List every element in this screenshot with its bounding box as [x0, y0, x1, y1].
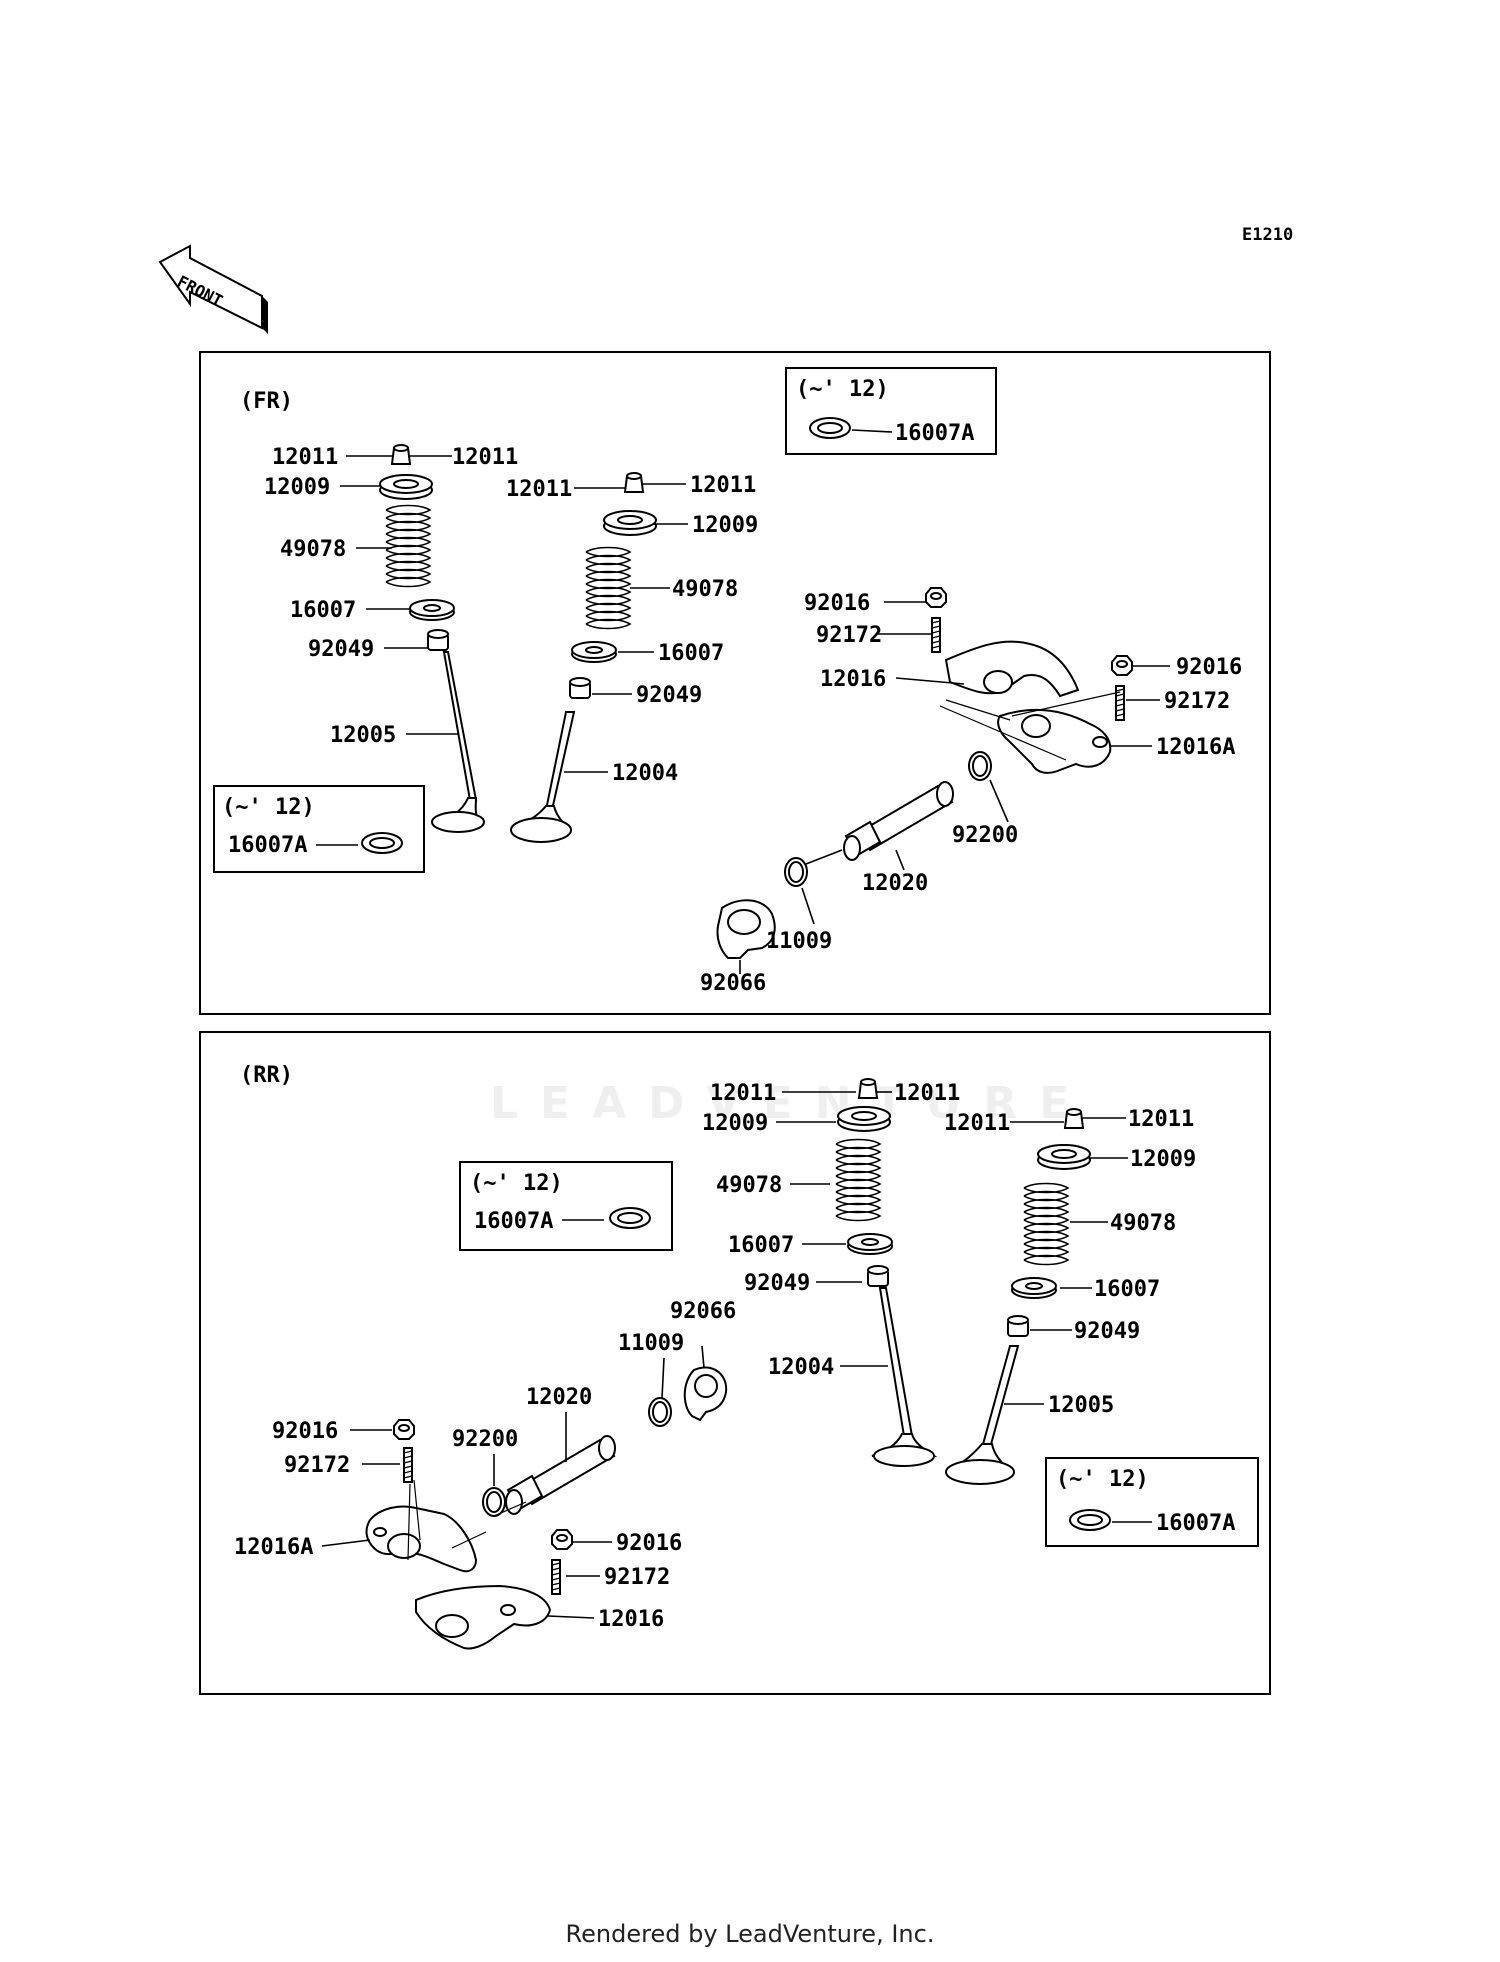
rr-panel-frame: [199, 1031, 1271, 1695]
fr-label-12009: 12009: [692, 513, 758, 538]
rr-label-49078: 49078: [716, 1173, 782, 1198]
fr-label-12011: 12011: [452, 445, 518, 470]
rr-label-12009: 12009: [702, 1111, 768, 1136]
rr-label-12011: 12011: [1128, 1107, 1194, 1132]
rr-panel-title: (RR): [240, 1063, 293, 1088]
rr-label-92049: 92049: [1074, 1319, 1140, 1344]
rr-label-92016: 92016: [616, 1531, 682, 1556]
fr-label-92172: 92172: [1164, 689, 1230, 714]
rr-label-12011: 12011: [944, 1111, 1010, 1136]
rr-label-12005: 12005: [1048, 1393, 1114, 1418]
rr-label-12009: 12009: [1130, 1147, 1196, 1172]
fr-label-49078: 49078: [672, 577, 738, 602]
rr-valve-assembly-left: [835, 1078, 938, 1467]
diagram-code: E1210: [1242, 225, 1293, 245]
fr-inset-left: (~' 12) 16007A: [213, 785, 425, 873]
rr-label-12011: 12011: [894, 1081, 960, 1106]
rr-label-92172: 92172: [604, 1565, 670, 1590]
rr-label-12016A: 12016A: [234, 1535, 313, 1560]
fr-label-12016: 12016: [820, 667, 886, 692]
rr-label-11009: 11009: [618, 1331, 684, 1356]
fr-label-12011: 12011: [506, 477, 572, 502]
fr-label-12011: 12011: [690, 473, 756, 498]
fr-label-49078: 49078: [280, 537, 346, 562]
fr-panel-frame: [199, 351, 1271, 1015]
fr-label-12011: 12011: [272, 445, 338, 470]
rr-label-16007: 16007: [1094, 1277, 1160, 1302]
rr-label-92200: 92200: [452, 1427, 518, 1452]
rr-rocker-arm-group: [365, 1366, 728, 1650]
front-arrow-icon: FRONT: [158, 244, 268, 334]
rr-valve-assembly-right: [945, 1108, 1091, 1485]
fr-inset-top: (~' 12) 16007A: [785, 367, 997, 455]
fr-label-12020: 12020: [862, 871, 928, 896]
rr-label-12011: 12011: [710, 1081, 776, 1106]
fr-panel-title: (FR): [240, 389, 293, 414]
fr-inset-left-part: 16007A: [228, 833, 307, 858]
fr-rocker-arm-group: [716, 587, 1133, 959]
fr-label-92049: 92049: [308, 637, 374, 662]
fr-valve-assembly-left: [379, 444, 485, 833]
fr-inset-left-range: (~' 12): [222, 795, 315, 820]
footer-credit: Rendered by LeadVenture, Inc.: [565, 1920, 935, 1948]
rr-label-92049: 92049: [744, 1271, 810, 1296]
rr-label-92016: 92016: [272, 1419, 338, 1444]
rr-label-12016: 12016: [598, 1607, 664, 1632]
fr-label-92172: 92172: [816, 623, 882, 648]
fr-label-92200: 92200: [952, 823, 1018, 848]
rr-label-16007: 16007: [728, 1233, 794, 1258]
fr-inset-top-range: (~' 12): [796, 377, 889, 402]
fr-label-11009: 11009: [766, 929, 832, 954]
fr-label-92049: 92049: [636, 683, 702, 708]
rr-inset-right-range: (~' 12): [1056, 1467, 1149, 1492]
rr-inset-right: (~' 12) 16007A: [1045, 1457, 1259, 1547]
watermark-text: LEADVENTURE: [490, 1078, 1091, 1129]
rr-inset-right-part: 16007A: [1156, 1511, 1235, 1536]
rr-inset-left-range: (~' 12): [470, 1171, 563, 1196]
fr-label-16007: 16007: [658, 641, 724, 666]
fr-valve-assembly-right: [510, 472, 657, 843]
fr-inset-top-part: 16007A: [895, 421, 974, 446]
fr-label-12004: 12004: [612, 761, 678, 786]
fr-label-12009: 12009: [264, 475, 330, 500]
rr-inset-left-part: 16007A: [474, 1209, 553, 1234]
rr-label-49078: 49078: [1110, 1211, 1176, 1236]
fr-label-12016A: 12016A: [1156, 735, 1235, 760]
rr-label-92066: 92066: [670, 1299, 736, 1324]
fr-label-92016: 92016: [804, 591, 870, 616]
rr-inset-left: (~' 12) 16007A: [459, 1161, 673, 1251]
rr-label-12020: 12020: [526, 1385, 592, 1410]
fr-label-12005: 12005: [330, 723, 396, 748]
fr-label-16007: 16007: [290, 598, 356, 623]
rr-label-12004: 12004: [768, 1355, 834, 1380]
fr-label-92016: 92016: [1176, 655, 1242, 680]
fr-label-92066: 92066: [700, 971, 766, 996]
rr-label-92172: 92172: [284, 1453, 350, 1478]
